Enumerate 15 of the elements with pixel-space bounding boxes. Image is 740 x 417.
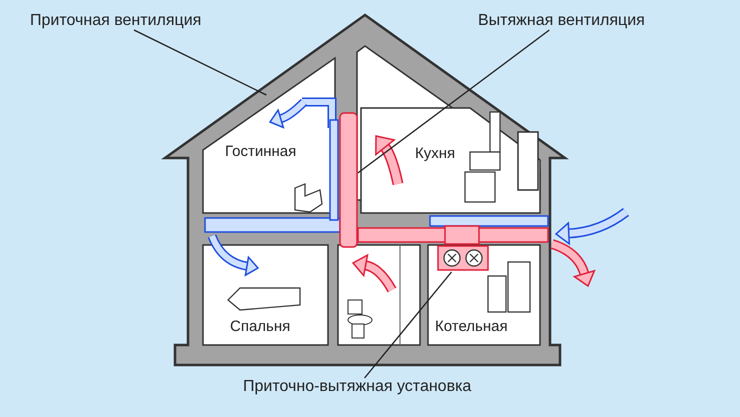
room-label: Спальня	[230, 318, 290, 335]
supply-air-outlet-drawing	[266, 95, 336, 129]
callout-label: Приточная вентиляция	[30, 12, 202, 30]
exhaust-air-riser	[339, 112, 358, 248]
room-label: Гостинная	[225, 143, 296, 160]
room	[200, 242, 331, 348]
room-label: Котельная	[435, 318, 508, 335]
room	[200, 55, 338, 217]
ventilation-unit	[436, 244, 490, 272]
leader-line	[364, 272, 452, 378]
room-label: Кухня	[415, 145, 456, 162]
callout-label: Приточно-вытяжная установка	[243, 378, 472, 396]
leader-line	[358, 29, 550, 174]
room	[425, 242, 543, 348]
callout-label: Вытяжная вентиляция	[478, 12, 645, 30]
